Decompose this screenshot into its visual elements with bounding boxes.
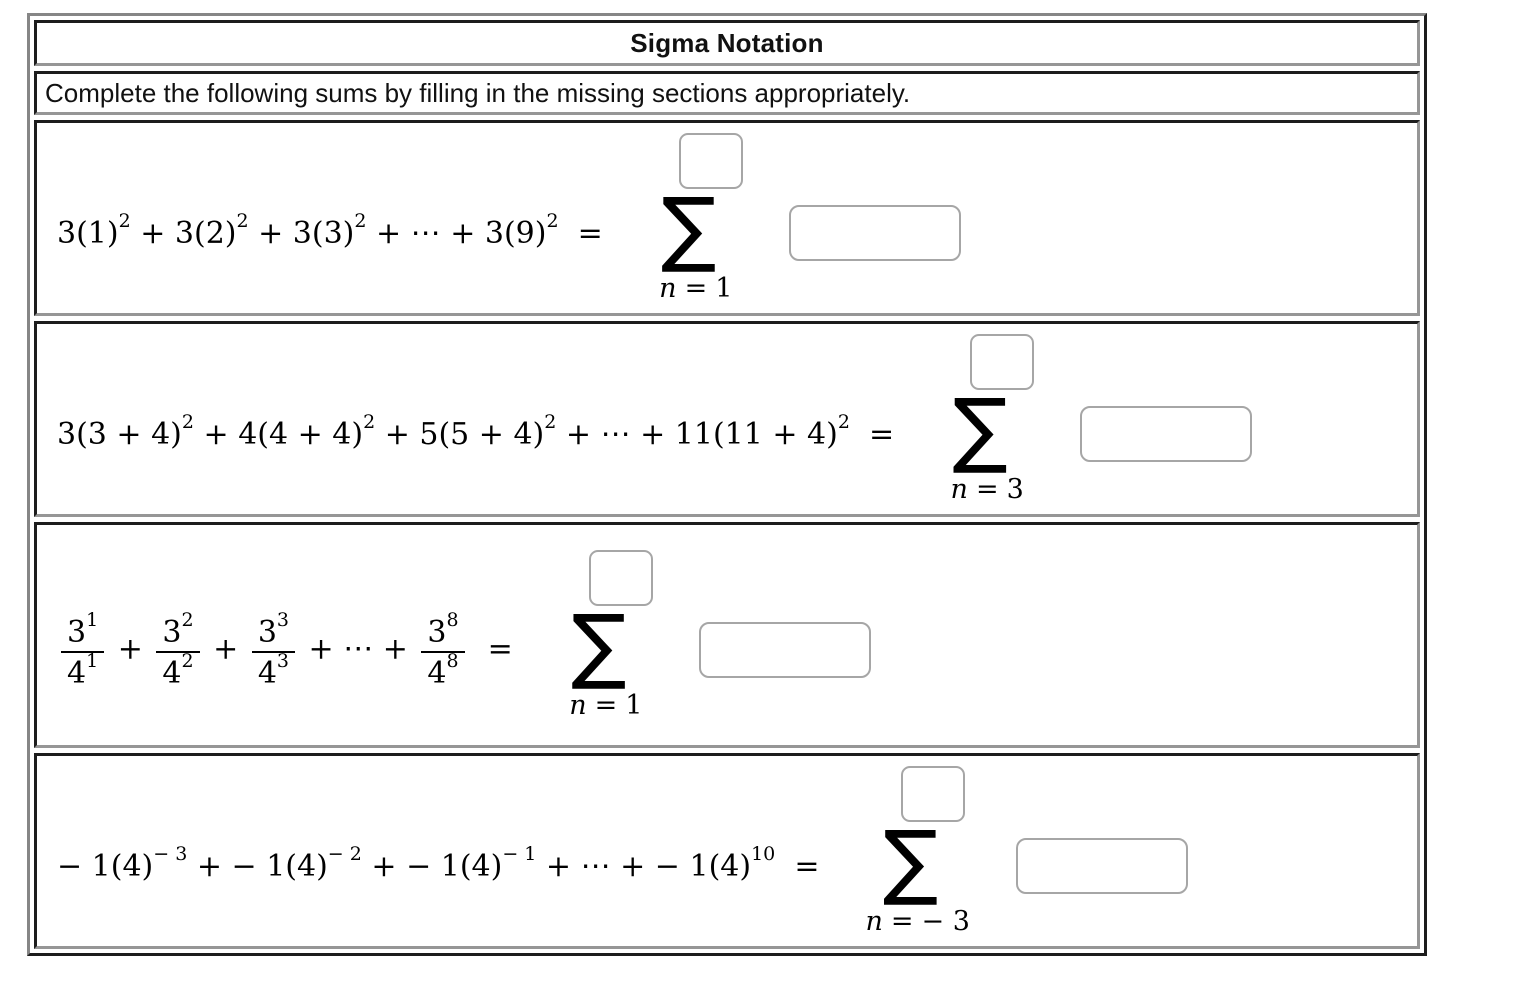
lower-limit-4: n=− 3	[865, 906, 969, 937]
lower-limit-value: 1	[715, 272, 733, 304]
lower-limit-value: 3	[1006, 473, 1024, 505]
lower-limit-value: 1	[625, 689, 643, 721]
equals-sign: =	[890, 905, 914, 937]
problem-row-1: 3(1)2 + 3(2)2 + 3(3)2 + ⋯ + 3(9)2 = ∑ n=…	[34, 120, 1420, 316]
upper-limit-input-3[interactable]	[588, 549, 653, 606]
sigma-symbol-4: ∑	[883, 813, 939, 909]
equals-sign: =	[975, 473, 999, 505]
instruction-text: Complete the following sums by filling i…	[45, 77, 911, 108]
equals-sign: =	[594, 689, 618, 721]
index-variable: n	[569, 689, 587, 721]
series-expression-1: 3(1)2 + 3(2)2 + 3(3)2 + ⋯ + 3(9)2 =	[57, 209, 603, 251]
page-title: Sigma Notation	[630, 27, 824, 58]
sigma-notation-3: ∑ n=1	[545, 549, 653, 721]
equals-sign: =	[684, 272, 708, 304]
upper-limit-input-1[interactable]	[678, 132, 743, 189]
sigma-symbol-3: ∑	[571, 597, 627, 693]
sigma-notation-2: ∑ n=3	[926, 333, 1035, 505]
problem-row-4: − 1(4)− 3 + − 1(4)− 2 + − 1(4)− 1 + ⋯ + …	[34, 753, 1420, 949]
series-expression-4: − 1(4)− 3 + − 1(4)− 2 + − 1(4)− 1 + ⋯ + …	[57, 842, 820, 884]
summand-input-1[interactable]	[788, 205, 961, 261]
index-variable: n	[950, 473, 968, 505]
title-row: Sigma Notation	[34, 20, 1420, 66]
instruction-row: Complete the following sums by filling i…	[34, 71, 1420, 115]
problem-row-2: 3(3 + 4)2 + 4(4 + 4)2 + 5(5 + 4)2 + ⋯ + …	[34, 321, 1420, 517]
sigma-symbol-2: ∑	[952, 381, 1008, 477]
summand-input-3[interactable]	[698, 622, 871, 678]
upper-limit-input-2[interactable]	[970, 333, 1035, 390]
sigma-notation-1: ∑ n=1	[635, 132, 743, 304]
lower-limit-2: n=3	[951, 474, 1024, 505]
index-variable: n	[659, 272, 677, 304]
series-expression-2: 3(3 + 4)2 + 4(4 + 4)2 + 5(5 + 4)2 + ⋯ + …	[57, 410, 895, 452]
summand-input-4[interactable]	[1015, 838, 1188, 894]
lower-limit-1: n=1	[659, 273, 732, 304]
lower-limit-3: n=1	[569, 690, 642, 721]
worksheet-frame: Sigma Notation Complete the following su…	[27, 13, 1427, 956]
sigma-symbol-1: ∑	[661, 180, 717, 276]
sigma-notation-4: ∑ n=− 3	[851, 765, 970, 937]
lower-limit-value: − 3	[921, 905, 970, 937]
index-variable: n	[865, 905, 883, 937]
summand-input-2[interactable]	[1080, 406, 1253, 462]
upper-limit-input-4[interactable]	[900, 765, 965, 822]
